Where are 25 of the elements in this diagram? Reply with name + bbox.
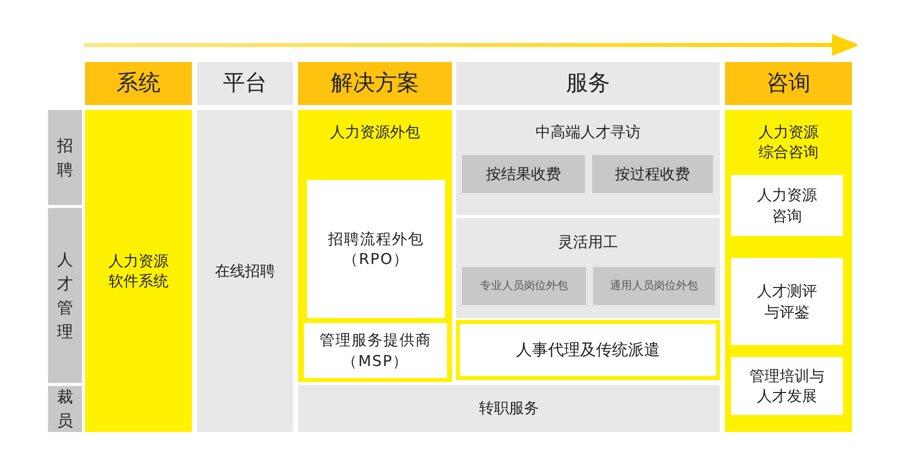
service-box: 管理服务提供商（MSP） (304, 323, 447, 378)
category-panel: 灵活用工 专业人员岗位外包 通用人员岗位外包 (456, 218, 720, 318)
row-header: 招聘 (48, 110, 82, 205)
service-box: 通用人员岗位外包 (593, 267, 715, 305)
service-band: 转职服务 (298, 385, 720, 432)
service-box: 按结果收费 (462, 155, 585, 193)
service-box: 人事代理及传统派遣 (456, 320, 720, 380)
column-panel: 在线招聘 (197, 110, 293, 432)
column-header: 平台 (197, 62, 293, 105)
service-box: 专业人员岗位外包 (462, 267, 586, 305)
column-header: 咨询 (725, 62, 852, 105)
row-header: 裁员 (48, 386, 82, 432)
service-box: 管理培训与人才发展 (731, 357, 843, 415)
service-box: 人才测评与评鉴 (731, 258, 843, 345)
category-panel: 中高端人才寻访 按结果收费 按过程收费 (456, 110, 720, 215)
service-box: 按过程收费 (592, 155, 713, 193)
column-panel: 人力资源软件系统 (85, 110, 192, 432)
service-box: 人力资源咨询 (731, 175, 843, 236)
category-panel: 人力资源综合咨询 人力资源咨询 人才测评与评鉴 管理培训与人才发展 (725, 110, 852, 432)
category-panel: 人力资源外包 招聘流程外包（RPO） 管理服务提供商（MSP） (298, 110, 452, 382)
column-header: 解决方案 (298, 62, 452, 105)
service-box: 招聘流程外包（RPO） (307, 180, 445, 318)
column-header: 系统 (85, 62, 192, 105)
column-header: 服务 (456, 62, 720, 105)
row-header: 人才管理 (48, 208, 82, 383)
